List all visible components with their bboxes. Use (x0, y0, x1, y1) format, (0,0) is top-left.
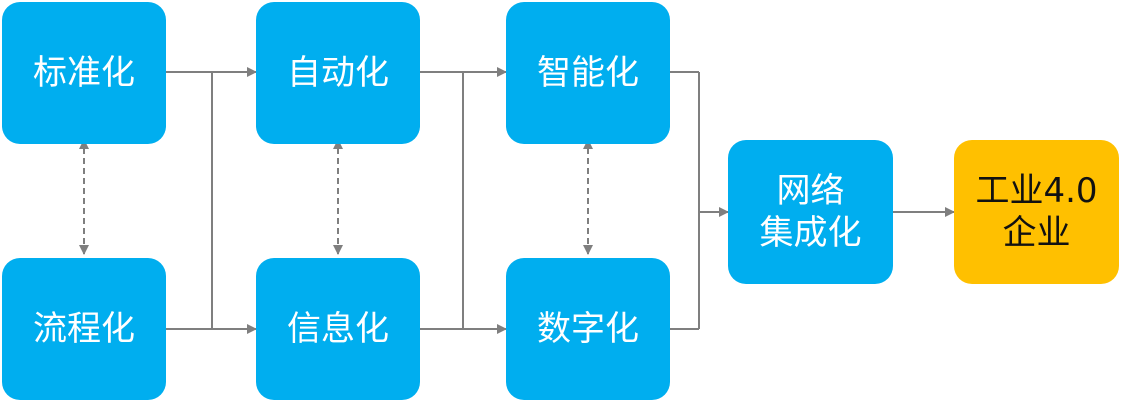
node-industry-40-enterprise: 工业4.0 企业 (954, 140, 1119, 284)
node-information: 信息化 (256, 258, 420, 400)
node-network-integration: 网络 集成化 (728, 140, 893, 284)
node-industry-40-enterprise-label: 工业4.0 企业 (975, 171, 1098, 253)
node-process: 流程化 (2, 258, 166, 400)
node-digitization-label: 数字化 (537, 309, 639, 349)
node-process-label: 流程化 (33, 309, 135, 349)
node-automation: 自动化 (256, 2, 420, 144)
node-intelligence-label: 智能化 (537, 53, 639, 93)
node-digitization: 数字化 (506, 258, 670, 400)
node-information-label: 信息化 (287, 309, 389, 349)
node-standardization-label: 标准化 (33, 53, 135, 93)
node-automation-label: 自动化 (287, 53, 389, 93)
node-intelligence: 智能化 (506, 2, 670, 144)
node-network-integration-label: 网络 集成化 (759, 171, 862, 253)
node-standardization: 标准化 (2, 2, 166, 144)
